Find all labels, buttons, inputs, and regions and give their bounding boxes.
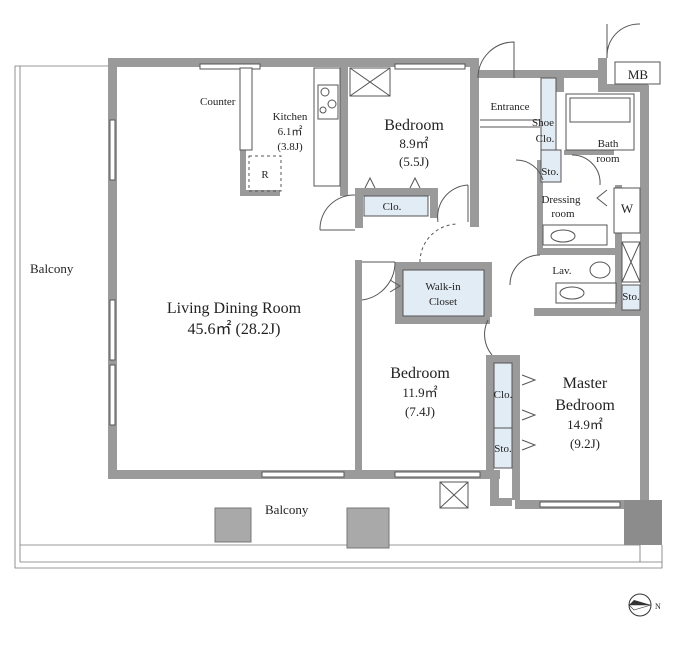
- north-arrow-icon: N: [628, 593, 661, 617]
- meter-box-label: MB: [628, 67, 649, 82]
- entrance-storage: [540, 149, 562, 183]
- walkin-closet: [402, 269, 485, 317]
- pillar: [214, 507, 252, 543]
- burner-icon: [320, 87, 330, 97]
- lav-sink: [555, 282, 617, 304]
- lavatory-label: Lav.: [552, 265, 571, 277]
- entrance-storage-label: Sto.: [541, 166, 559, 178]
- master-label: Master: [563, 375, 608, 392]
- shoe-closet-label: Shoe: [532, 117, 554, 129]
- living-label: Living Dining Room: [167, 300, 302, 317]
- kitchen-area: 6.1㎡: [278, 125, 303, 138]
- bedroom2-label: Bedroom: [390, 365, 450, 382]
- balcony-left-label: Balcony: [30, 261, 74, 276]
- washer-space: [613, 187, 641, 234]
- master-label2: Bedroom: [555, 397, 615, 414]
- counter: [239, 67, 253, 151]
- closet-door-markers: [364, 176, 608, 451]
- bedroom2-area: 11.9㎡: [402, 385, 437, 400]
- counter-label: Counter: [200, 96, 236, 108]
- burner-icon: [319, 106, 327, 114]
- kitchen-fixtures: [239, 67, 341, 192]
- dressing-label2: room: [551, 208, 575, 220]
- master-jou: (9.2J): [570, 436, 600, 451]
- bedroom2-closet-label: Clo.: [494, 389, 513, 401]
- kitchen-label: Kitchen: [273, 111, 308, 123]
- living-area: 45.6㎡ (28.2J): [188, 320, 281, 338]
- washer-label: W: [621, 201, 634, 216]
- bedroom1-area: 8.9㎡: [399, 136, 428, 151]
- balcony-outline: [14, 65, 663, 569]
- meter-box: [614, 61, 661, 85]
- bathroom-label2: room: [596, 153, 620, 165]
- lav-storage: [621, 284, 641, 311]
- shoe-closet-label2: Clo.: [536, 133, 555, 145]
- bathroom-label: Bath: [598, 138, 619, 150]
- bath-fixtures: [542, 93, 641, 304]
- walkin-label: Walk-in: [425, 281, 461, 293]
- bathtub: [565, 93, 635, 151]
- refrigerator-space: [248, 155, 282, 192]
- interior-walls: [240, 66, 644, 500]
- entrance-label: Entrance: [490, 101, 529, 113]
- lav-storage-label: Sto.: [622, 291, 640, 303]
- fridge-label: R: [261, 169, 269, 181]
- bedroom2-jou: (7.4J): [405, 404, 435, 419]
- bedroom2-storage: [493, 427, 513, 469]
- master-area: 14.9㎡: [567, 417, 603, 432]
- vent: [349, 67, 391, 97]
- walkin-label2: Closet: [429, 296, 457, 308]
- kitchen-counter: [313, 67, 341, 187]
- burner-icon: [327, 99, 337, 109]
- windows: [109, 63, 621, 508]
- pillar: [346, 507, 390, 549]
- dressing-label: Dressing: [541, 194, 581, 206]
- bedroom1-jou: (5.5J): [399, 154, 429, 169]
- toilet-icon: [589, 261, 611, 279]
- kitchen-jou: (3.8J): [277, 141, 303, 153]
- north-label: N: [655, 602, 661, 611]
- bedroom1-closet: [363, 195, 429, 217]
- closets: [363, 77, 641, 469]
- bedroom1-closet-label: Clo.: [383, 201, 402, 213]
- bedroom2-storage-label: Sto.: [494, 443, 512, 455]
- doors: [319, 23, 641, 509]
- bedroom1-label: Bedroom: [384, 117, 444, 134]
- balcony-bottom-label: Balcony: [265, 502, 309, 517]
